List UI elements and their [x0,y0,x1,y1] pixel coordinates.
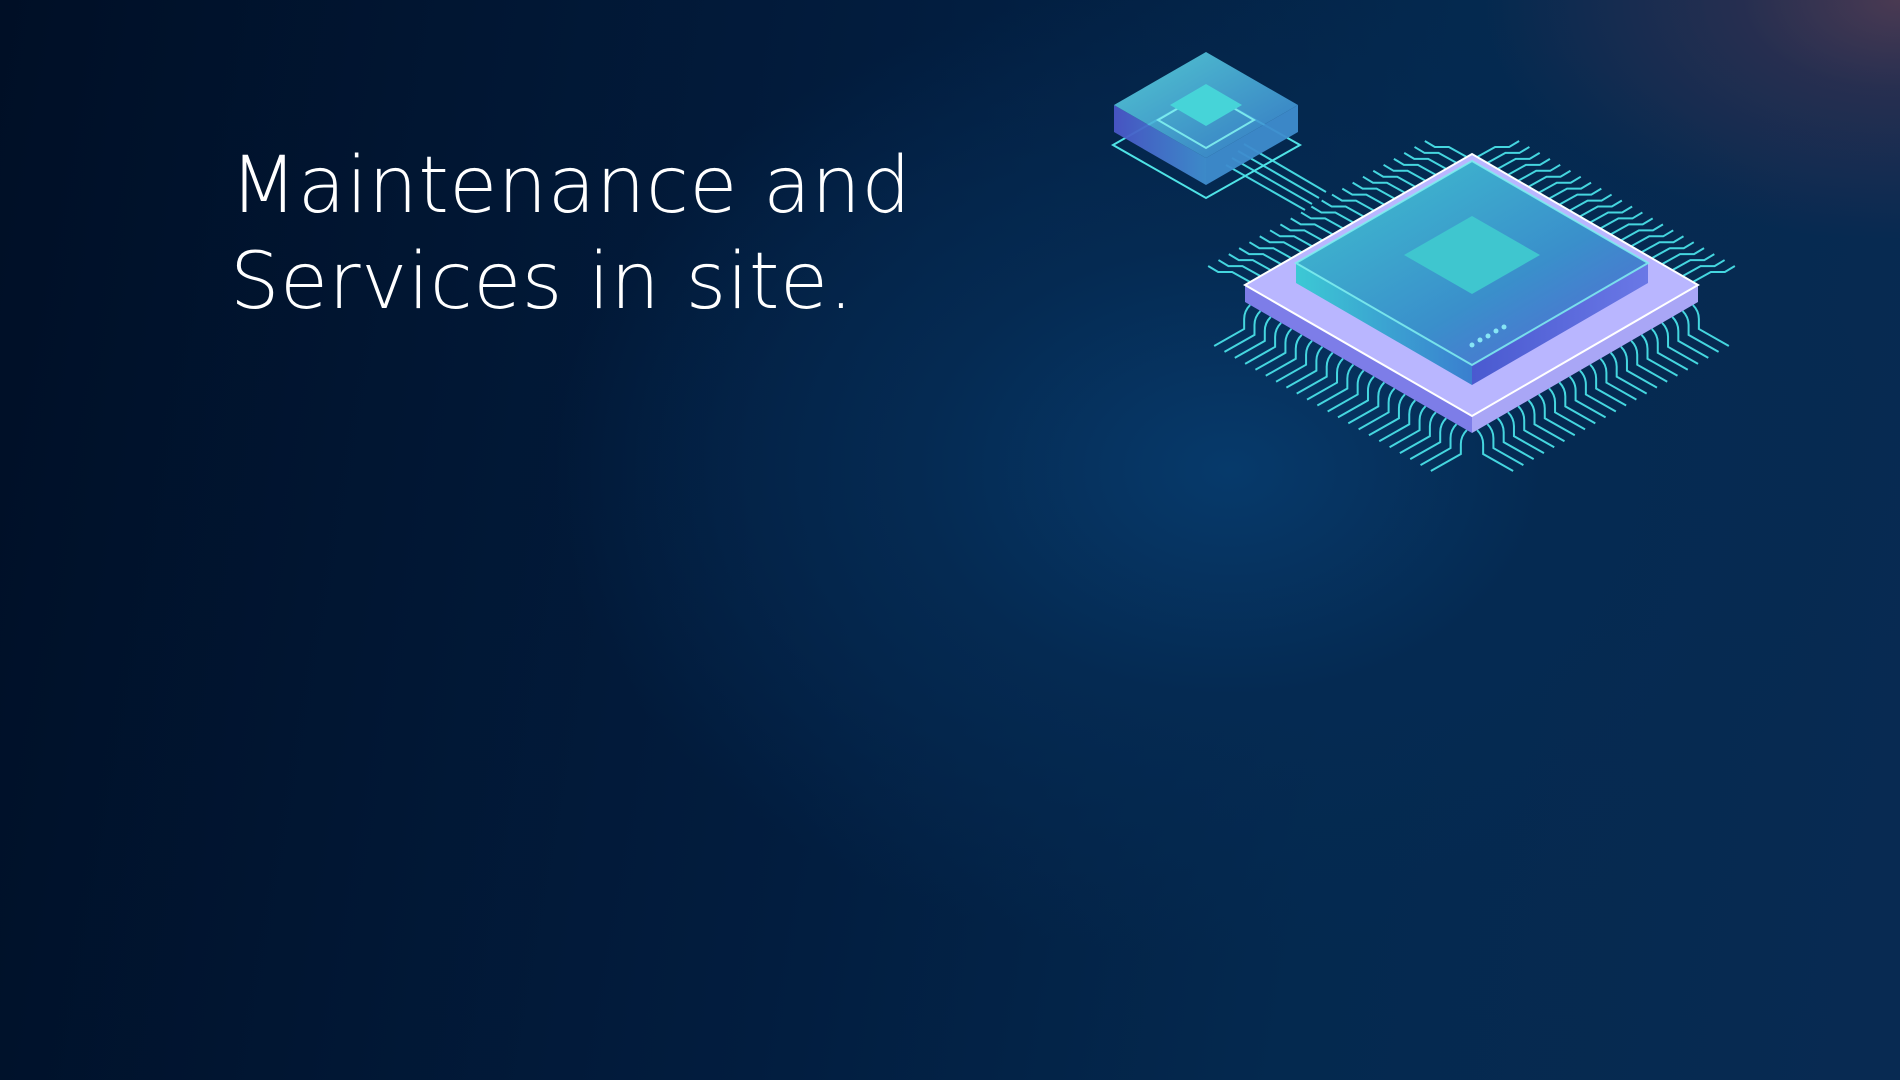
chip-pin-trace [1248,241,1292,260]
pins-upper-right [1476,140,1736,283]
chip-pin-trace [1486,423,1524,466]
chip-pin-trace [1589,363,1627,407]
chip-pin-trace [1321,199,1365,218]
chip-pin-trace [1217,259,1261,277]
chip-pin-trace [1420,423,1458,466]
chip-pin-trace [1476,429,1514,472]
chip-pin-trace [1259,235,1303,254]
chip-pin-trace [1692,265,1736,283]
chip-pin-trace [1589,205,1633,224]
chip-pin-trace [1383,163,1427,182]
chip-pin-trace [1238,247,1282,266]
chip-pin-trace [1403,152,1447,170]
chip-pin-trace [1244,322,1282,365]
chip-pin-trace [1430,429,1468,472]
chip-pin-trace [1496,417,1535,460]
chip-pin-trace [1538,393,1576,437]
main-chip [1242,152,1700,433]
cpu-chip-icon [1110,52,1736,472]
pins-upper-left [1207,140,1468,283]
chip-pin-trace [1558,187,1602,206]
chip-pin-trace [1661,322,1699,365]
chip-pin-trace [1558,381,1596,425]
chip-pin-trace [1548,387,1586,431]
chip-pin-trace [1368,393,1406,437]
chip-pin-trace [1671,316,1709,359]
chip-pin-trace [1620,223,1664,242]
chip-pin-trace [1517,163,1561,182]
chip-pin-trace [1527,399,1565,443]
chip-pin-trace [1682,259,1726,277]
chip-pin-trace [1424,140,1468,158]
chip-pin-trace [1269,229,1313,248]
chip-pin-trace [1409,417,1447,460]
chip-pin-trace [1579,369,1617,413]
chip-pin-trace [1414,146,1458,164]
chip-pin-trace [1306,357,1344,401]
chip-pin-trace [1331,193,1375,212]
chip-pin-trace [1207,265,1251,283]
chip-pin-trace [1568,375,1607,419]
chip-pin-trace [1507,411,1545,455]
chip-pin-trace [1300,211,1344,230]
chip-pin-trace [1548,181,1592,200]
chip-pin-trace [1285,345,1324,389]
chip-pin-trace [1692,304,1730,347]
chip-pin-trace [1275,339,1313,383]
chip-pin-trace [1389,405,1427,449]
chip-pin-trace [1641,235,1685,254]
chip-pin-trace [1640,334,1678,377]
chip-pin-trace [1681,310,1720,353]
chip-pin-trace [1296,351,1334,395]
chip-pin-trace [1486,146,1530,164]
chip-pin-trace [1476,140,1520,158]
chip-pin-trace [1337,375,1375,419]
pins-lower-left [1213,304,1468,472]
chip-pin-trace [1234,316,1272,359]
chip-pin-trace [1630,339,1668,383]
chip-pin-trace [1316,363,1355,407]
chip-pin-trace [1372,169,1416,188]
chip-pin-trace [1362,175,1406,194]
chip-pin-trace [1290,217,1334,236]
chip-pin-trace [1378,399,1416,443]
chip-pin-trace [1630,229,1674,248]
chip-pin-trace [1213,304,1251,347]
chip-pin-trace [1279,223,1323,242]
chip-pin-trace [1507,157,1551,176]
chip-pin-trace [1610,217,1654,236]
chip-pin-trace [1651,328,1689,371]
pins-lower-right [1476,304,1730,472]
chip-pin-trace [1347,381,1386,425]
chip-pin-trace [1599,211,1643,230]
chip-pin-trace [1528,169,1572,188]
headline-line-1: Maintenance and [230,141,912,231]
chip-pin-trace [1265,334,1303,377]
chip-pin-trace [1620,345,1658,389]
chip-pin-trace [1651,241,1695,260]
chip-pin-trace [1327,369,1365,413]
chip-pin-trace [1341,187,1385,206]
chip-pin-trace [1599,357,1637,401]
chip-pin-trace [1352,181,1396,200]
chip-pin-trace [1223,310,1262,353]
small-chip [1110,52,1303,200]
slide-headline: Maintenance and Services in site. [230,138,911,330]
chip-pin-trace [1609,351,1648,395]
chip-pin-trace [1228,253,1272,271]
chip-pin-trace [1393,157,1437,176]
chip-pin-trace [1661,247,1705,266]
chip-pin-trace [1569,193,1613,212]
chip-pin-trace [1538,175,1582,194]
headline-line-2: Services in site. [230,237,854,327]
chip-pin-trace [1579,199,1623,218]
chip-pin-trace [1399,411,1437,455]
chip-pin-trace [1254,328,1293,371]
chip-pin-trace [1517,405,1555,449]
chip-pin-trace [1310,205,1354,224]
chip-pin-trace [1358,387,1396,431]
chip-pin-trace [1671,253,1715,271]
chip-pin-trace [1497,152,1541,170]
